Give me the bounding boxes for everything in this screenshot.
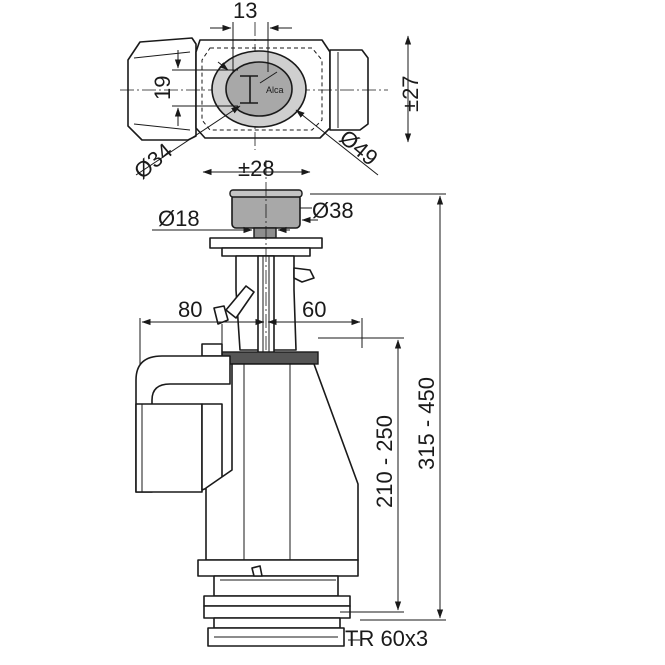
- top-view: Alca 13 19 ±27 Ø34 Ø49: [120, 0, 423, 184]
- dim-d18: Ø18: [158, 206, 200, 231]
- top-view-logo-text: Alca: [266, 85, 284, 95]
- lever-arm: [225, 285, 255, 319]
- dim-315-450: 315 - 450: [414, 377, 439, 470]
- dim-d34: Ø34: [129, 138, 177, 184]
- button-stem-18: [253, 227, 277, 239]
- dim-pm28: ±28: [238, 156, 275, 181]
- dim-80: 80: [178, 297, 202, 322]
- dark-plate: [221, 351, 319, 365]
- dim-13: 13: [233, 0, 257, 23]
- dim-d38: Ø38: [312, 198, 354, 223]
- dim-pm27: ±27: [398, 75, 423, 112]
- dim-210-250: 210 - 250: [372, 415, 397, 508]
- main-body: [205, 363, 359, 561]
- dim-d49: Ø49: [335, 125, 383, 171]
- overflow-box: [135, 403, 203, 493]
- base-ring: [197, 559, 359, 577]
- thread-spec: TR 60x3: [345, 626, 428, 651]
- dim-19: 19: [150, 76, 175, 100]
- side-view: ±28 Ø38 Ø18 80 60: [135, 156, 446, 651]
- dim-60: 60: [302, 297, 326, 322]
